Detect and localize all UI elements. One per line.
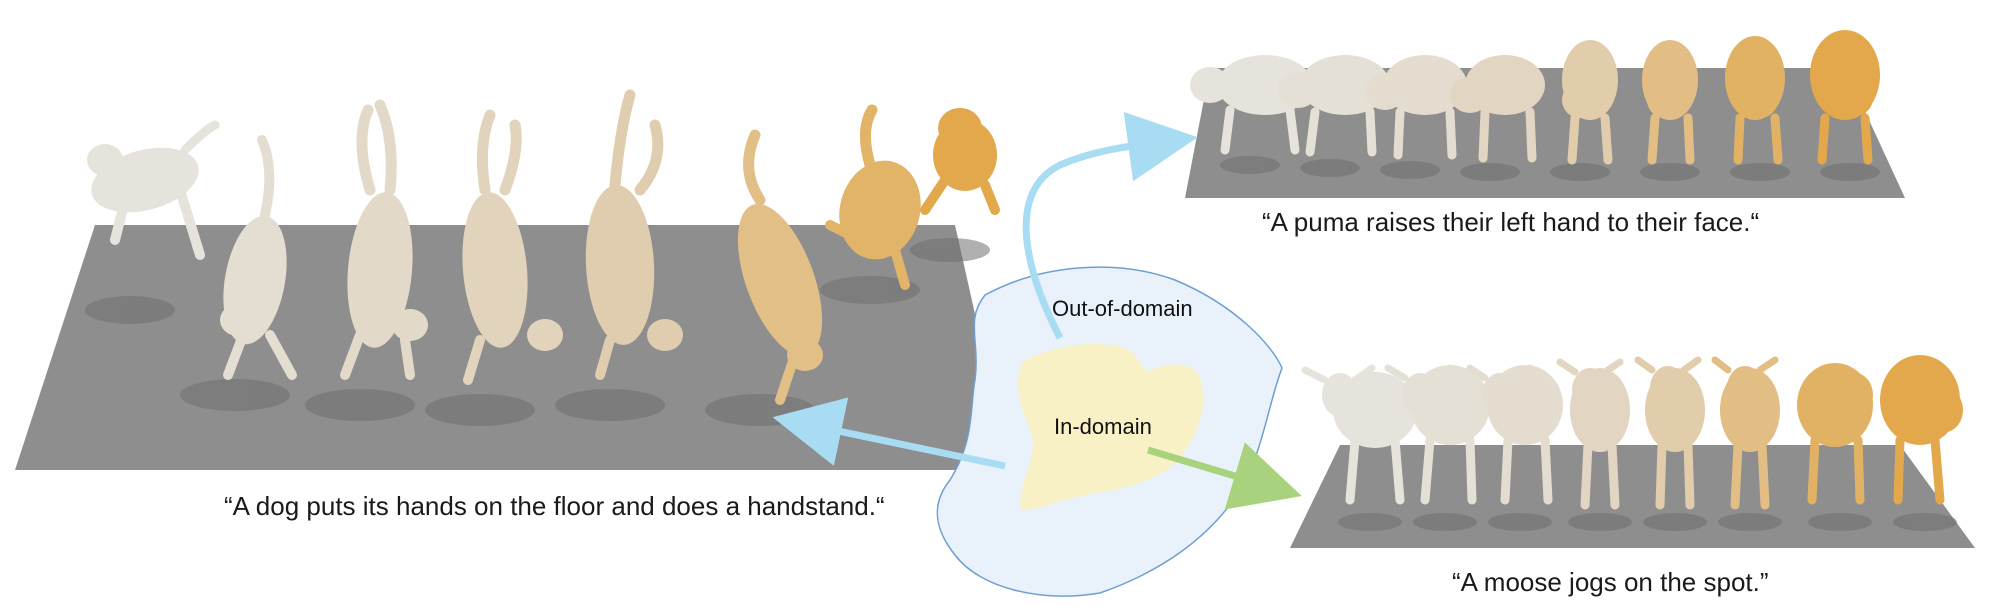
dog-frame-1 [87,120,220,260]
puma-frame-4 [1450,55,1545,163]
moose-frame-5 [1634,356,1705,510]
dog-frame-8 [920,108,1000,215]
moose-frame-1 [1301,364,1417,505]
in-domain-region [1017,343,1204,511]
arrow-to-dog [772,397,1006,470]
dog-frame-2 [220,135,297,380]
puma-shadows [1220,156,1880,181]
dog-sequence [87,89,1000,405]
dog-shadows [85,238,990,426]
puma-frame-7 [1725,36,1785,165]
moose-shadows [1338,513,1957,531]
dog-frame-7 [825,104,921,290]
moose-sequence [1301,355,1963,510]
arrow-to-puma [1022,111,1198,340]
moose-frame-4 [1556,358,1630,510]
puma-frame-1 [1190,55,1313,155]
dog-frame-3 [340,99,428,380]
dog-frame-6 [737,129,823,405]
moose-caption: “A moose jogs on the spot.” [1452,567,1769,597]
puma-frame-5 [1562,40,1618,165]
moose-frame-7 [1797,363,1873,505]
puma-caption: “A puma raises their left hand to their … [1262,207,1760,237]
moose-frame-3 [1466,364,1563,505]
puma-frame-3 [1365,55,1467,160]
dog-frame-5 [585,89,683,380]
moose-frame-8 [1880,355,1963,505]
dog-caption: “A dog puts its hands on the floor and d… [224,491,885,521]
puma-frame-6 [1642,40,1698,165]
arrow-to-moose [1146,442,1302,510]
dog-frame-4 [462,109,563,385]
puma-frame-8 [1810,30,1880,165]
moose-frame-6 [1711,356,1780,510]
out-of-domain-label: Out-of-domain [1052,296,1193,321]
in-domain-label: In-domain [1054,414,1152,439]
moose-frame-2 [1384,364,1490,505]
puma-sequence [1190,30,1880,165]
